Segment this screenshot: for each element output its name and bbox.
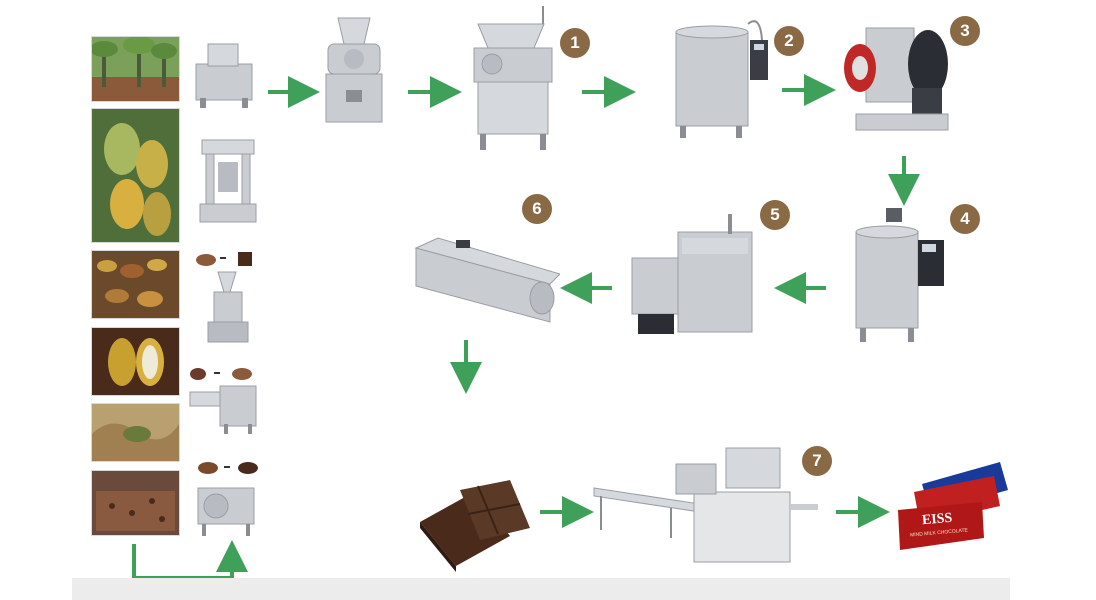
photo-open-cocoa-pod (91, 327, 180, 396)
step-badge-2: 2 (774, 26, 804, 56)
machine-storage-tank (852, 206, 952, 344)
step-badge-4: 4 (950, 204, 980, 234)
machine-sugar-grinder (318, 14, 390, 126)
machine-cocoa-liquor-mill (468, 6, 558, 152)
arrow-return-to-roaster (132, 540, 248, 580)
machine-tempering-machine (628, 212, 758, 340)
step-badge-5: 5 (760, 200, 790, 230)
photo-packaged-chocolate: EISS MIND MILK CHOCOLATE (892, 462, 1008, 554)
machine-hydraulic-oil-press (196, 132, 260, 224)
machine-holding-tank (670, 14, 770, 140)
step-badge-6: 6 (522, 194, 552, 224)
machine-cooling-tunnel (412, 232, 560, 326)
step-badge-1: 1 (560, 28, 590, 58)
photo-cocoa-pods (91, 108, 180, 243)
photo-cocoa-plantation (91, 36, 180, 102)
machine-ball-mill (842, 18, 954, 138)
step-badge-7: 7 (802, 446, 832, 476)
machine-roaster (188, 458, 264, 538)
photo-cocoa-beans-pile (91, 250, 180, 319)
machine-cocoa-crusher (188, 40, 260, 108)
machine-colloid-mill (192, 250, 262, 346)
photo-drying-beans (91, 470, 180, 536)
machine-flow-wrapper (590, 444, 820, 568)
machine-peeling-machine (184, 364, 262, 434)
bottom-band (72, 578, 1010, 600)
package-brand-label: EISS (921, 510, 953, 529)
photo-fermenting-beans (91, 403, 180, 462)
photo-chocolate-bars (410, 462, 534, 574)
step-badge-3: 3 (950, 16, 980, 46)
